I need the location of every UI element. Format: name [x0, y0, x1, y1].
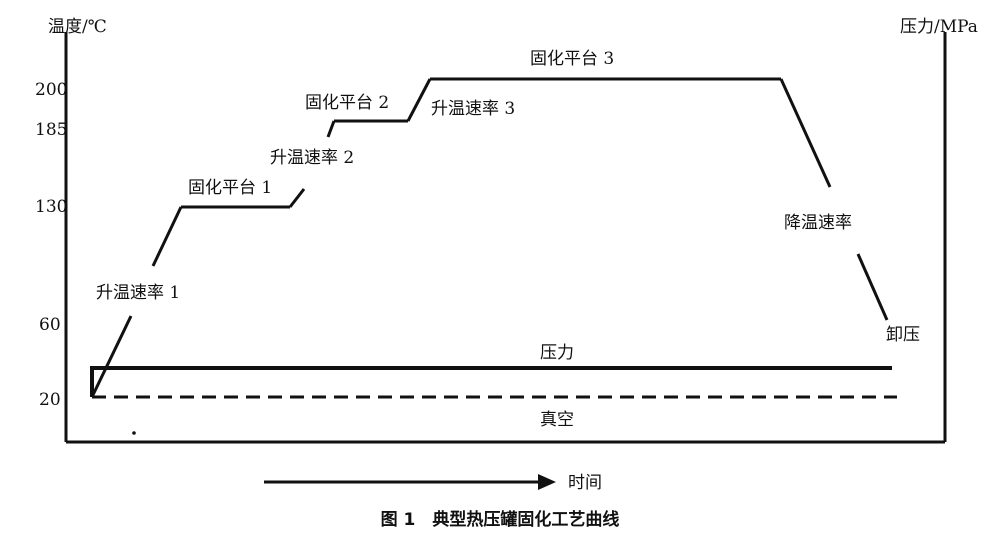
y-tick-label: 20 [39, 390, 61, 410]
temperature-segment-ramp3 [406, 78, 432, 122]
temperature-segment-ramp1-upper [151, 206, 183, 267]
vacuum-label: 真空 [540, 410, 574, 430]
y-tick-label: 185 [35, 120, 67, 140]
y-tick-label: 200 [35, 80, 67, 100]
temperature-segment-ramp1-lower [90, 315, 133, 398]
pressure-label: 压力 [540, 343, 574, 363]
temperature-segment-cooling-lower [856, 253, 889, 321]
annotation-ramp1: 升温速率 1 [96, 283, 180, 303]
y-right-axis-label: 压力/MPa [900, 17, 978, 37]
figure-caption: 图 1 典型热压罐固化工艺曲线 [381, 509, 620, 530]
annotation-cooling: 降温速率 [784, 213, 852, 233]
pressure-line [90, 366, 892, 397]
temperature-segment-ramp2-upper [326, 120, 336, 138]
annotation-dwell3: 固化平台 3 [530, 49, 614, 69]
y-tick-label: 60 [39, 315, 61, 335]
annotation-ramp2: 升温速率 2 [270, 148, 354, 168]
x-axis-label: 时间 [568, 473, 602, 493]
annotation-unload: 卸压 [886, 325, 920, 345]
time-arrow-head-icon [538, 474, 556, 490]
temperature-segment-cooling-upper [779, 78, 832, 188]
annotation-dwell1: 固化平台 1 [188, 178, 272, 198]
y-tick-label: 130 [35, 197, 67, 217]
temperature-segment-ramp2-lower [288, 188, 306, 208]
annotation-ramp3: 升温速率 3 [431, 99, 515, 119]
y-left-axis-label: 温度/℃ [48, 17, 107, 37]
axis-dot [132, 431, 136, 435]
annotation-dwell2: 固化平台 2 [305, 93, 389, 113]
